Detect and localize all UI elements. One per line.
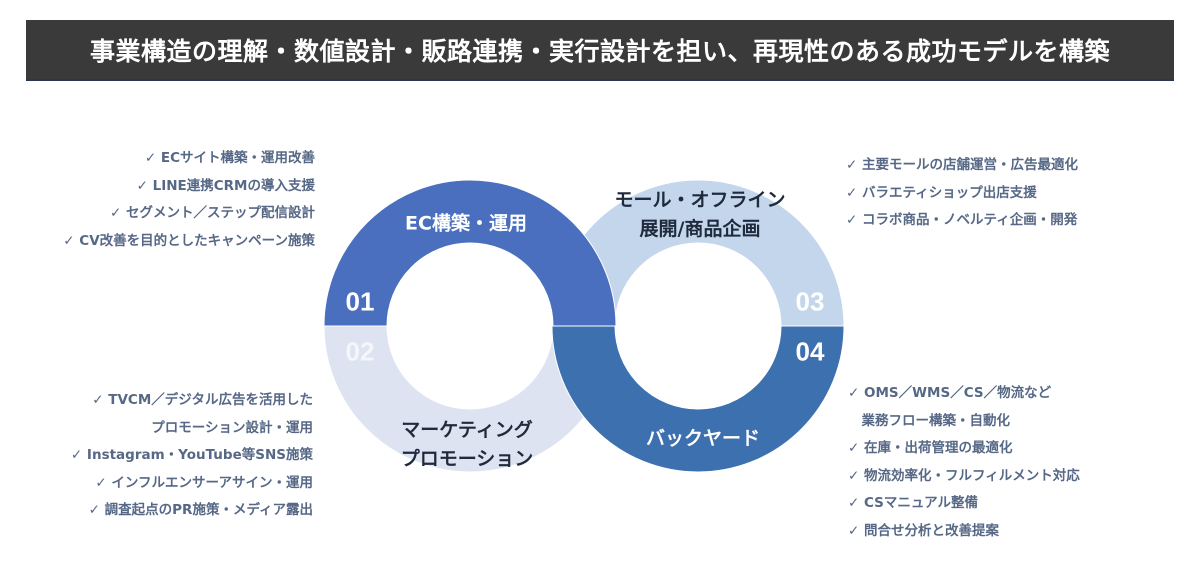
- segment-01-title: EC構築・運用: [405, 212, 527, 235]
- segment-03-title-line: 展開/商品企画: [639, 218, 761, 240]
- segment-02-title: マーケティング プロモーション: [401, 416, 534, 474]
- list-item: ✓ インフルエンサーアサイン・運用: [95, 474, 313, 491]
- list-item: ✓ 問合せ分析と改善提案: [848, 522, 1000, 539]
- segment-02-number: 02: [345, 336, 375, 367]
- list-item: ✓ ECサイト構築・運用改善: [144, 150, 315, 166]
- list-item: ✓ コラボ商品・ノベルティ企画・開発: [846, 212, 1078, 228]
- segment-03-title: モール・オフライン 展開/商品企画: [614, 186, 785, 244]
- list-item: ✓ OMS／WMS／CS／物流など: [848, 385, 1052, 401]
- list-item: プロモーション設計・運用: [151, 419, 313, 436]
- list-item: ✓ CSマニュアル整備: [848, 495, 978, 511]
- segment-01-list: ✓ ECサイト構築・運用改善 ✓ LINE連携CRMの導入支援 ✓ セグメント／…: [63, 145, 315, 255]
- list-item: ✓ バラエティショップ出店支援: [846, 184, 1037, 201]
- list-item: ✓ Instagram・YouTube等SNS施策: [70, 447, 313, 463]
- list-item: ✓ CV改善を目的としたキャンペーン施策: [63, 232, 315, 249]
- segment-02-list: ✓ TVCM／デジタル広告を活用した プロモーション設計・運用 ✓ Instag…: [71, 387, 313, 525]
- list-item: 業務フロー構築・自動化: [848, 412, 1010, 429]
- segment-03-number: 03: [795, 286, 825, 317]
- segment-01-number: 01: [345, 286, 375, 317]
- list-item: ✓ セグメント／ステップ配信設計: [109, 205, 315, 221]
- segment-04-number: 04: [795, 336, 825, 367]
- segment-04-arc: [551, 325, 845, 473]
- list-item: ✓ TVCM／デジタル広告を活用した: [92, 392, 313, 408]
- page-title: 事業構造の理解・数値設計・販路連携・実行設計を担い、再現性のある成功モデルを構築: [89, 36, 1110, 66]
- segment-02-arc: [323, 325, 617, 473]
- list-item: ✓ 在庫・出荷管理の最適化: [848, 440, 1013, 456]
- segment-04-list: ✓ OMS／WMS／CS／物流など 業務フロー構築・自動化 ✓ 在庫・出荷管理の…: [848, 380, 1080, 545]
- list-item: ✓ 物流効率化・フルフィルメント対応: [848, 467, 1080, 484]
- list-item: ✓ 主要モールの店舗運営・広告最適化: [846, 157, 1079, 173]
- segment-01-arc: [323, 179, 617, 327]
- list-item: ✓ LINE連携CRMの導入支援: [136, 177, 315, 194]
- segment-02-title-line: マーケティング: [401, 419, 533, 441]
- header-banner: 事業構造の理解・数値設計・販路連携・実行設計を担い、再現性のある成功モデルを構築: [26, 20, 1174, 81]
- segment-02-title-line: プロモーション: [400, 448, 534, 470]
- segment-03-title-line: モール・オフライン: [614, 189, 786, 211]
- segment-04-title: バックヤード: [645, 427, 761, 450]
- segment-03-list: ✓ 主要モールの店舗運営・広告最適化 ✓ バラエティショップ出店支援 ✓ コラボ…: [846, 152, 1078, 235]
- segment-03-arc: [551, 179, 845, 327]
- list-item: ✓ 調査起点のPR施策・メディア露出: [88, 502, 313, 518]
